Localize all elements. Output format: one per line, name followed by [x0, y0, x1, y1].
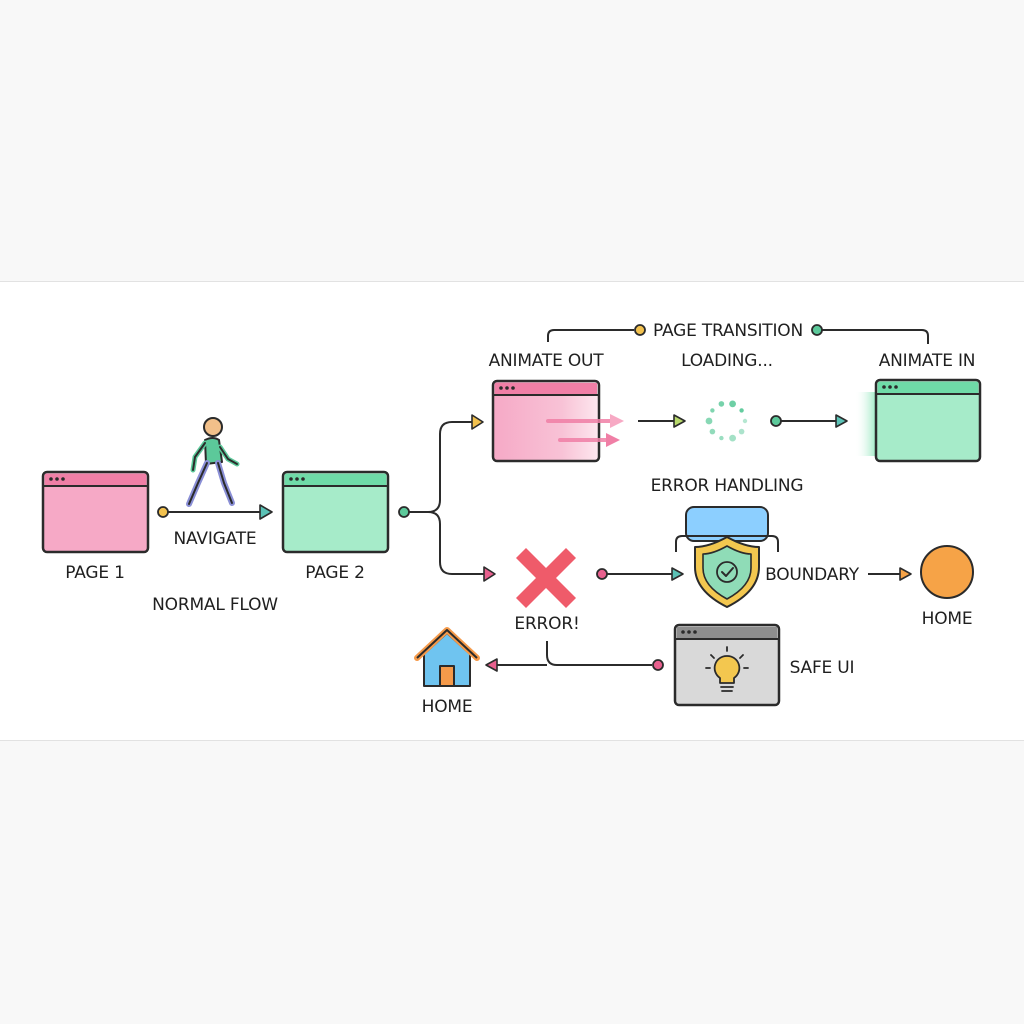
to-animate-out-arrowhead: [471, 414, 484, 430]
boundary-to-home-arrow: [868, 567, 912, 581]
spinner-dot: [710, 408, 715, 413]
transition-node-left: [634, 324, 646, 336]
spinner-dot: [738, 428, 745, 435]
page2-window: [281, 470, 390, 554]
house-icon: [414, 627, 480, 687]
page1-window: [41, 470, 150, 554]
spinner-icon: [705, 400, 748, 442]
page-transition-bracket: [547, 329, 929, 344]
loading-label: LOADING...: [681, 351, 773, 371]
animate-out-label: ANIMATE OUT: [489, 351, 605, 371]
home-right-label: HOME: [922, 609, 973, 629]
transition-node-right: [811, 324, 823, 336]
animate-in-label: ANIMATE IN: [879, 351, 976, 371]
spinner-dot: [739, 408, 744, 413]
spinner-dot: [718, 401, 725, 407]
normal-flow-label: NORMAL FLOW: [152, 595, 278, 615]
to-loading-arrow: [638, 414, 686, 428]
home-left-label: HOME: [422, 697, 473, 717]
error-label: ERROR!: [514, 614, 579, 634]
home-node-circle: [920, 545, 974, 599]
branch-connector: [409, 421, 484, 575]
lightbulb-icon: [705, 646, 749, 692]
safe-ui-label: SAFE UI: [790, 658, 855, 678]
to-error-arrowhead: [483, 566, 496, 582]
page2-label: PAGE 2: [305, 563, 364, 583]
navigate-arrow: [157, 504, 273, 520]
boundary-label: BOUNDARY: [765, 565, 860, 585]
fallback-connector: [496, 641, 652, 666]
walking-person-icon: [186, 417, 240, 507]
fade-in-trail: [855, 392, 875, 456]
spinner-dot: [719, 435, 724, 441]
safe-ui-node: [652, 659, 664, 671]
error-handling-label: ERROR HANDLING: [651, 476, 804, 496]
spinner-dot: [709, 428, 716, 435]
spinner-dot: [742, 418, 748, 424]
shield-check-icon: [694, 536, 760, 608]
animate-in-window: [874, 378, 982, 463]
to-animate-in-arrow: [770, 414, 848, 428]
page-transition-label: PAGE TRANSITION: [653, 321, 803, 341]
motion-arrows: [546, 414, 624, 447]
page1-label: PAGE 1: [65, 563, 124, 583]
spinner-dot: [705, 417, 713, 425]
branch-node: [398, 506, 410, 518]
spinner-dot: [729, 434, 736, 442]
to-home-arrowhead: [485, 658, 498, 672]
x-error-icon: [516, 548, 576, 608]
navigate-label: NAVIGATE: [174, 529, 257, 549]
error-to-boundary-arrow: [596, 567, 684, 581]
spinner-dot: [729, 400, 736, 408]
